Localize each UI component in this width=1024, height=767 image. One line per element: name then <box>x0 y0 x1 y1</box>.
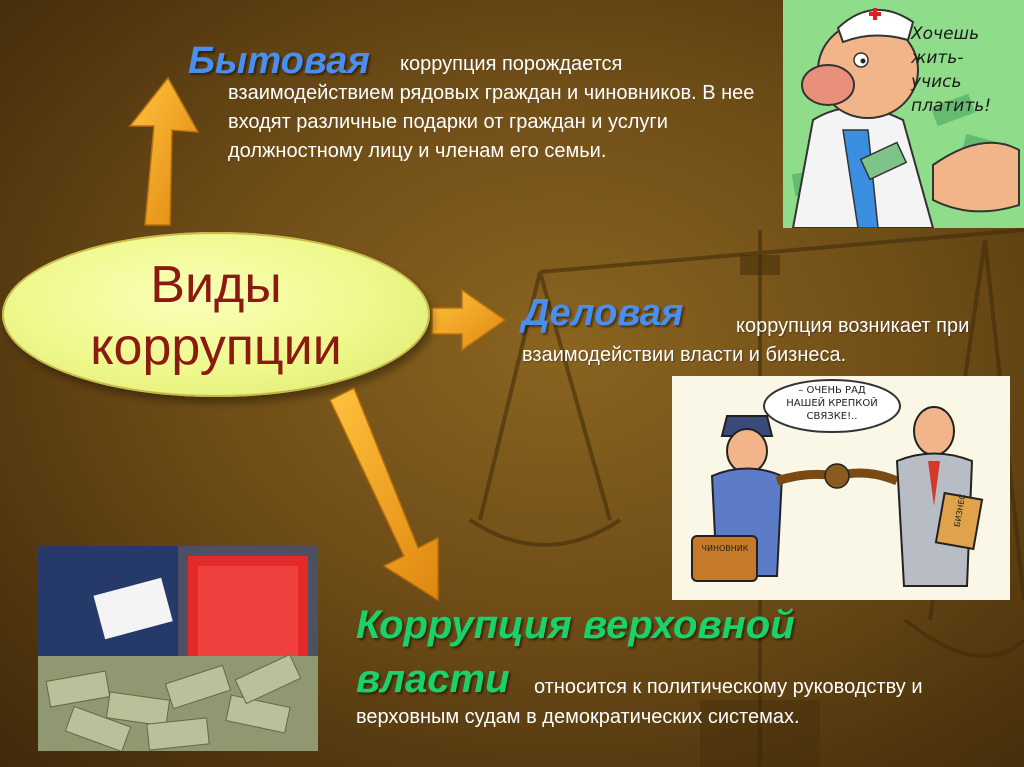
arrow-up <box>128 76 200 226</box>
doctor-speech-text: Хочешь жить- учись платить! <box>911 24 992 116</box>
verhovnaya-heading: Коррупция верховной власти <box>356 603 795 701</box>
bytovaya-heading: Бытовая <box>188 40 370 82</box>
handshake-cartoon-image: – ОЧЕНЬ РАД НАШЕЙ КРЕПКОЙ СВЯЗКЕ!.. ЧИНО… <box>672 376 1010 600</box>
bytovaya-text-content: коррупция порождается взаимодействием ря… <box>228 53 755 162</box>
center-ellipse <box>2 232 430 397</box>
delovaya-heading-wrap: Деловая <box>522 292 683 335</box>
delovaya-text-content: коррупция возникает при взаимодействии в… <box>522 315 970 366</box>
arrow-down <box>329 386 439 602</box>
verhovnaya-text-content: относится к политическому руководству и … <box>356 676 923 728</box>
handshake-speech-text: – ОЧЕНЬ РАД НАШЕЙ КРЕПКОЙ СВЯЗКЕ!.. <box>786 385 878 422</box>
bytovaya-text: коррупция порождается взаимодействием ря… <box>228 50 783 166</box>
verhovnaya-text: относится к политическому руководству и … <box>356 672 996 732</box>
delovaya-heading: Деловая <box>522 292 684 334</box>
bytovaya-block: Бытовая <box>188 40 778 83</box>
arrow-right <box>431 288 507 352</box>
delovaya-text: коррупция возникает при взаимодействии в… <box>522 312 992 370</box>
doctor-cartoon-image: Хочешь жить- учись платить! <box>783 0 1024 228</box>
bag-label: ЧИНОВНИК <box>701 544 749 553</box>
center-title: Виды коррупции <box>90 256 342 376</box>
money-photo-image <box>38 546 318 751</box>
